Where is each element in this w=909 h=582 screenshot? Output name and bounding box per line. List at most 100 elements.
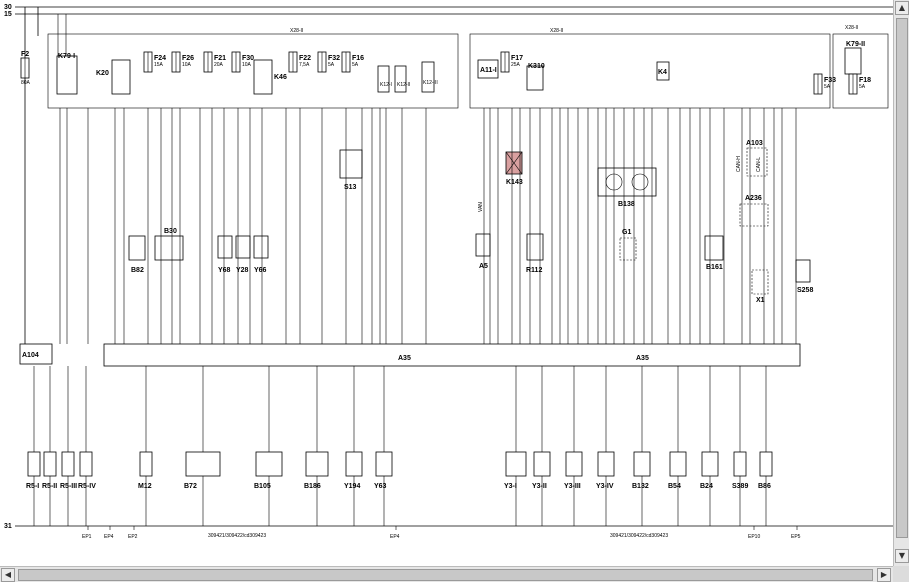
component-b86: B86: [758, 366, 773, 526]
svg-text:R5-III: R5-III: [60, 483, 77, 490]
ground-ep1-0: EP1: [82, 526, 92, 540]
relay-k310: [526, 65, 544, 91]
bus-can-h-label: CAN-H: [736, 156, 742, 172]
component-r5-iii: R5-III: [60, 366, 77, 526]
component-b24: B24: [700, 366, 719, 526]
sensor-b138: [597, 167, 657, 197]
svg-text:B132: B132: [632, 483, 649, 490]
sensor-b30-label: B30: [164, 228, 177, 235]
svg-text:F18: F18: [859, 77, 871, 84]
sensor-b82-label: B82: [131, 267, 144, 274]
valve-y66: [253, 235, 269, 259]
svg-text:R5-II: R5-II: [42, 483, 57, 490]
ecu-a35-left-label: A35: [398, 355, 411, 362]
svg-text:EP4: EP4: [390, 534, 400, 540]
rail-15-label: 15: [4, 11, 12, 18]
relay-a11-label: A11-I: [480, 67, 497, 74]
scroll-down-arrow-icon[interactable]: ▼: [895, 549, 909, 563]
relay-k79-left: [56, 55, 78, 95]
relay-k12-1-label: K12-I: [380, 82, 392, 88]
ecu-a35-right-label: A35: [636, 355, 649, 362]
valve-y28-label: Y28: [236, 267, 249, 274]
svg-text:F16: F16: [352, 55, 364, 62]
module-a103: [746, 147, 768, 177]
bus-can-l-label: CAN-L: [756, 157, 762, 172]
component-b132: B132: [632, 366, 651, 526]
svg-text:F30: F30: [242, 55, 254, 62]
svg-text:R5-I: R5-I: [26, 483, 39, 490]
relay-k20-label: K20: [96, 70, 109, 77]
component-b186: B186: [304, 366, 329, 526]
relay-k143-label: K143: [506, 179, 523, 186]
scroll-right-arrow-icon[interactable]: ▶: [877, 568, 891, 582]
switch-s258: [795, 259, 811, 283]
connector-x1: [751, 269, 769, 295]
svg-text:F24: F24: [154, 55, 166, 62]
svg-text:10A: 10A: [182, 62, 192, 68]
svg-text:B105: B105: [254, 483, 271, 490]
ground-ep2-2: EP2: [128, 526, 138, 540]
relay-k12-3-label: K12-III: [423, 80, 438, 86]
svg-text:20A: 20A: [214, 62, 224, 68]
bus-van-label: VAN: [478, 202, 484, 212]
wiring-diagram: 30 15 31 X28-II X28-II X28-II K79-I K20 …: [4, 4, 893, 540]
component-y3-iv: Y3-IV: [596, 366, 615, 526]
svg-text:5A: 5A: [824, 84, 831, 90]
switch-s258-label: S258: [797, 287, 813, 294]
rail-30-label: 30: [4, 4, 12, 11]
svg-text:Y3-II: Y3-II: [532, 483, 547, 490]
component-y3-i: Y3-I: [504, 366, 527, 526]
module-a104-label: A104: [22, 352, 39, 359]
relay-k12-3: [421, 61, 435, 93]
relay-k4: [656, 61, 670, 81]
svg-text:F2: F2: [21, 51, 29, 58]
svg-text:B72: B72: [184, 483, 197, 490]
reference-right: 309421/309422/cd309423: [610, 533, 668, 539]
scroll-up-arrow-icon[interactable]: ▲: [895, 1, 909, 15]
diagram-viewport[interactable]: 30 15 31 X28-II X28-II X28-II K79-I K20 …: [0, 0, 893, 566]
svg-text:EP10: EP10: [748, 534, 760, 540]
scroll-left-arrow-icon[interactable]: ◀: [1, 568, 15, 582]
switch-s13-label: S13: [344, 184, 357, 191]
svg-text:EP5: EP5: [791, 534, 801, 540]
component-r5-i: R5-I: [26, 366, 41, 526]
svg-text:F33: F33: [824, 77, 836, 84]
scrollbar-corner: [893, 566, 909, 582]
resistor-r112: [526, 233, 544, 261]
component-s389: S389: [732, 366, 748, 526]
svg-text:B24: B24: [700, 483, 713, 490]
component-y3-iii: Y3-III: [564, 366, 583, 526]
horizontal-scrollbar[interactable]: ◀ ▶: [0, 566, 893, 582]
component-m12: M12: [138, 366, 153, 526]
generator-g1: [619, 237, 637, 261]
horizontal-scroll-thumb[interactable]: [18, 569, 873, 581]
module-a236: [739, 203, 769, 227]
relay-k79-right-label: K79-II: [846, 41, 865, 48]
sensor-b138-label: B138: [618, 201, 635, 208]
module-a103-label: A103: [746, 140, 763, 147]
vertical-scroll-thumb[interactable]: [896, 18, 908, 538]
relay-k12-1: [377, 65, 390, 93]
svg-text:S389: S389: [732, 483, 748, 490]
relay-k46-label: K46: [274, 74, 287, 81]
svg-text:5A: 5A: [328, 62, 335, 68]
component-b54: B54: [668, 366, 687, 526]
ground-ep4-3: EP4: [390, 526, 400, 540]
x28-right-label: X28-II: [550, 28, 563, 34]
svg-text:Y194: Y194: [344, 483, 360, 490]
connector-x1-label: X1: [756, 297, 765, 304]
relay-k79-right: [844, 47, 862, 75]
vertical-scrollbar[interactable]: ▲ ▼: [893, 0, 909, 566]
svg-text:EP1: EP1: [82, 534, 92, 540]
relay-k20: [111, 59, 131, 95]
wire-layer: [57, 14, 797, 344]
ground-ep5-5: EP5: [791, 526, 801, 540]
